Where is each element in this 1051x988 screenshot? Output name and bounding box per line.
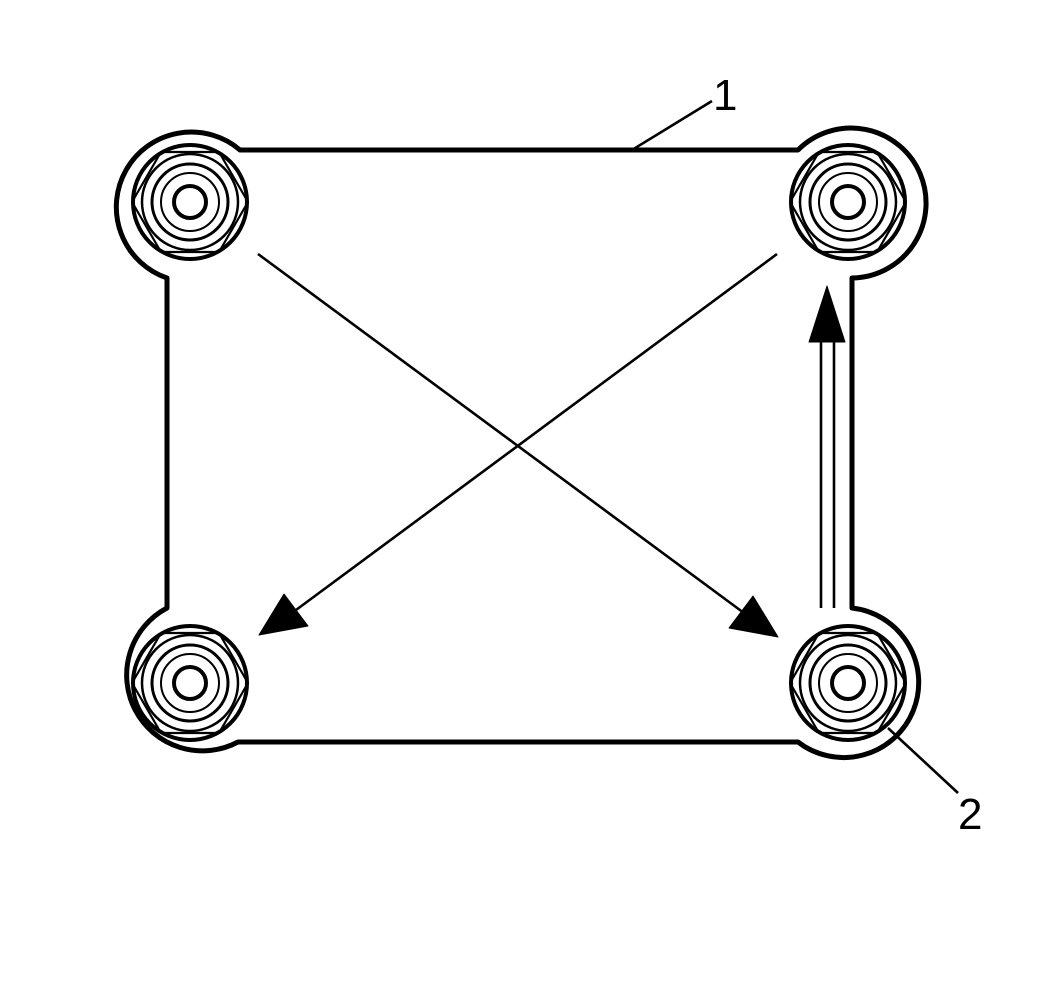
bolt-bottom-right bbox=[788, 624, 908, 742]
callout-1: 1 bbox=[631, 71, 737, 152]
callout-label-1: 1 bbox=[713, 71, 737, 120]
bolt-top-left bbox=[130, 143, 250, 261]
bolt-top-right bbox=[788, 143, 908, 261]
callout-2: 2 bbox=[887, 727, 982, 839]
leader-line-1 bbox=[631, 99, 713, 152]
leader-line-2 bbox=[887, 727, 959, 794]
sequence-arrow-1 bbox=[257, 252, 779, 638]
sequence-arrow-3 bbox=[258, 252, 778, 636]
plate-outline bbox=[113, 125, 929, 761]
bolt-bottom-left bbox=[130, 624, 250, 742]
callout-label-2: 2 bbox=[958, 790, 982, 839]
sequence-arrow-2 bbox=[808, 285, 846, 608]
